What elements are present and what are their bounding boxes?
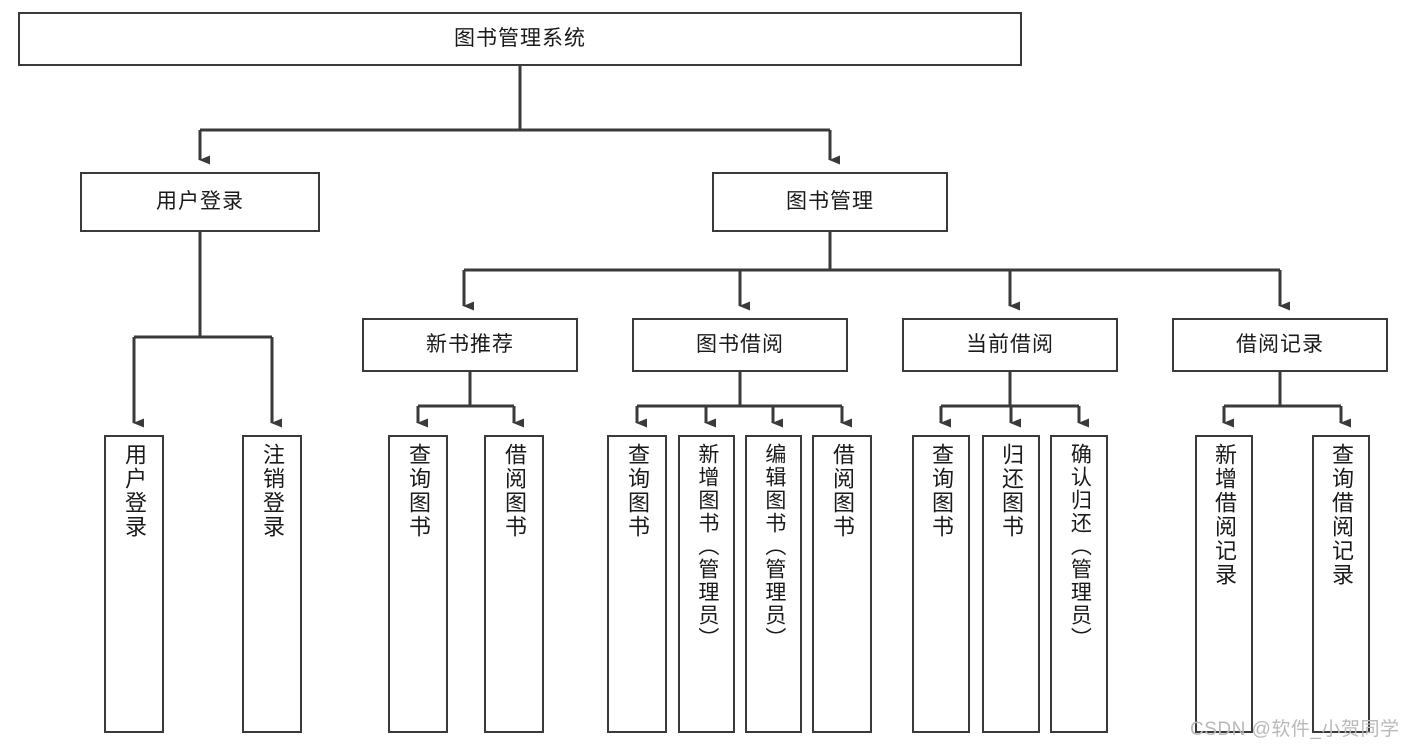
node-leaf-query-record-label: 查询借阅记录	[1328, 443, 1354, 587]
borrow-record-connectors	[1222, 372, 1351, 428]
node-leaf-query-book-3-label: 查询图书	[928, 443, 954, 539]
node-leaf-return-book-label: 归还图书	[998, 443, 1024, 539]
node-leaf-add-record-label: 新增借阅记录	[1211, 443, 1237, 587]
node-root[interactable]: 图书管理系统	[18, 12, 1022, 66]
node-leaf-edit-book-label: 编辑图书（管理员）	[762, 443, 786, 650]
node-leaf-borrow-book-1-label: 借阅图书	[501, 443, 527, 539]
node-leaf-borrow-book-2[interactable]: 借阅图书	[812, 435, 872, 733]
node-leaf-query-book-3[interactable]: 查询图书	[912, 435, 970, 733]
current-borrow-connectors	[939, 372, 1089, 428]
node-book-borrow-label: 图书借阅	[696, 333, 784, 357]
book-borrow-connectors	[635, 372, 852, 428]
node-leaf-query-book-1-label: 查询图书	[405, 443, 431, 539]
node-leaf-query-book-1[interactable]: 查询图书	[388, 435, 448, 733]
node-current-borrow[interactable]: 当前借阅	[902, 318, 1118, 372]
node-leaf-confirm-return[interactable]: 确认归还（管理员）	[1050, 435, 1108, 733]
node-leaf-borrow-book-2-label: 借阅图书	[829, 443, 855, 539]
book-manage-connectors	[462, 232, 1290, 311]
node-new-book-rec[interactable]: 新书推荐	[362, 318, 578, 372]
node-user-login-label: 用户登录	[156, 190, 244, 214]
node-leaf-query-record[interactable]: 查询借阅记录	[1312, 435, 1370, 733]
node-leaf-return-book[interactable]: 归还图书	[982, 435, 1040, 733]
node-root-label: 图书管理系统	[454, 27, 586, 51]
node-leaf-borrow-book-1[interactable]: 借阅图书	[484, 435, 544, 733]
new-book-rec-connectors	[416, 372, 524, 428]
node-borrow-record-label: 借阅记录	[1236, 333, 1324, 357]
node-leaf-add-book-label: 新增图书（管理员）	[695, 443, 719, 650]
node-user-login[interactable]: 用户登录	[80, 172, 320, 232]
node-book-manage[interactable]: 图书管理	[712, 172, 948, 232]
node-leaf-confirm-return-label: 确认归还（管理员）	[1068, 443, 1092, 650]
node-leaf-add-record[interactable]: 新增借阅记录	[1195, 435, 1253, 733]
node-book-borrow[interactable]: 图书借阅	[632, 318, 848, 372]
node-leaf-logout[interactable]: 注销登录	[242, 435, 302, 733]
node-leaf-user-login[interactable]: 用户登录	[104, 435, 164, 733]
node-current-borrow-label: 当前借阅	[966, 333, 1054, 357]
node-new-book-rec-label: 新书推荐	[426, 333, 514, 357]
node-borrow-record[interactable]: 借阅记录	[1172, 318, 1388, 372]
node-leaf-add-book[interactable]: 新增图书（管理员）	[678, 435, 735, 733]
node-leaf-logout-label: 注销登录	[259, 443, 285, 539]
root-connectors	[198, 66, 840, 165]
node-leaf-user-login-label: 用户登录	[121, 443, 147, 539]
node-book-manage-label: 图书管理	[786, 190, 874, 214]
node-leaf-edit-book[interactable]: 编辑图书（管理员）	[745, 435, 802, 733]
user-login-connectors	[132, 232, 282, 428]
node-leaf-query-book-2[interactable]: 查询图书	[607, 435, 667, 733]
node-leaf-query-book-2-label: 查询图书	[624, 443, 650, 539]
csdn-watermark: CSDN @软件_小贺同学	[1190, 719, 1400, 740]
